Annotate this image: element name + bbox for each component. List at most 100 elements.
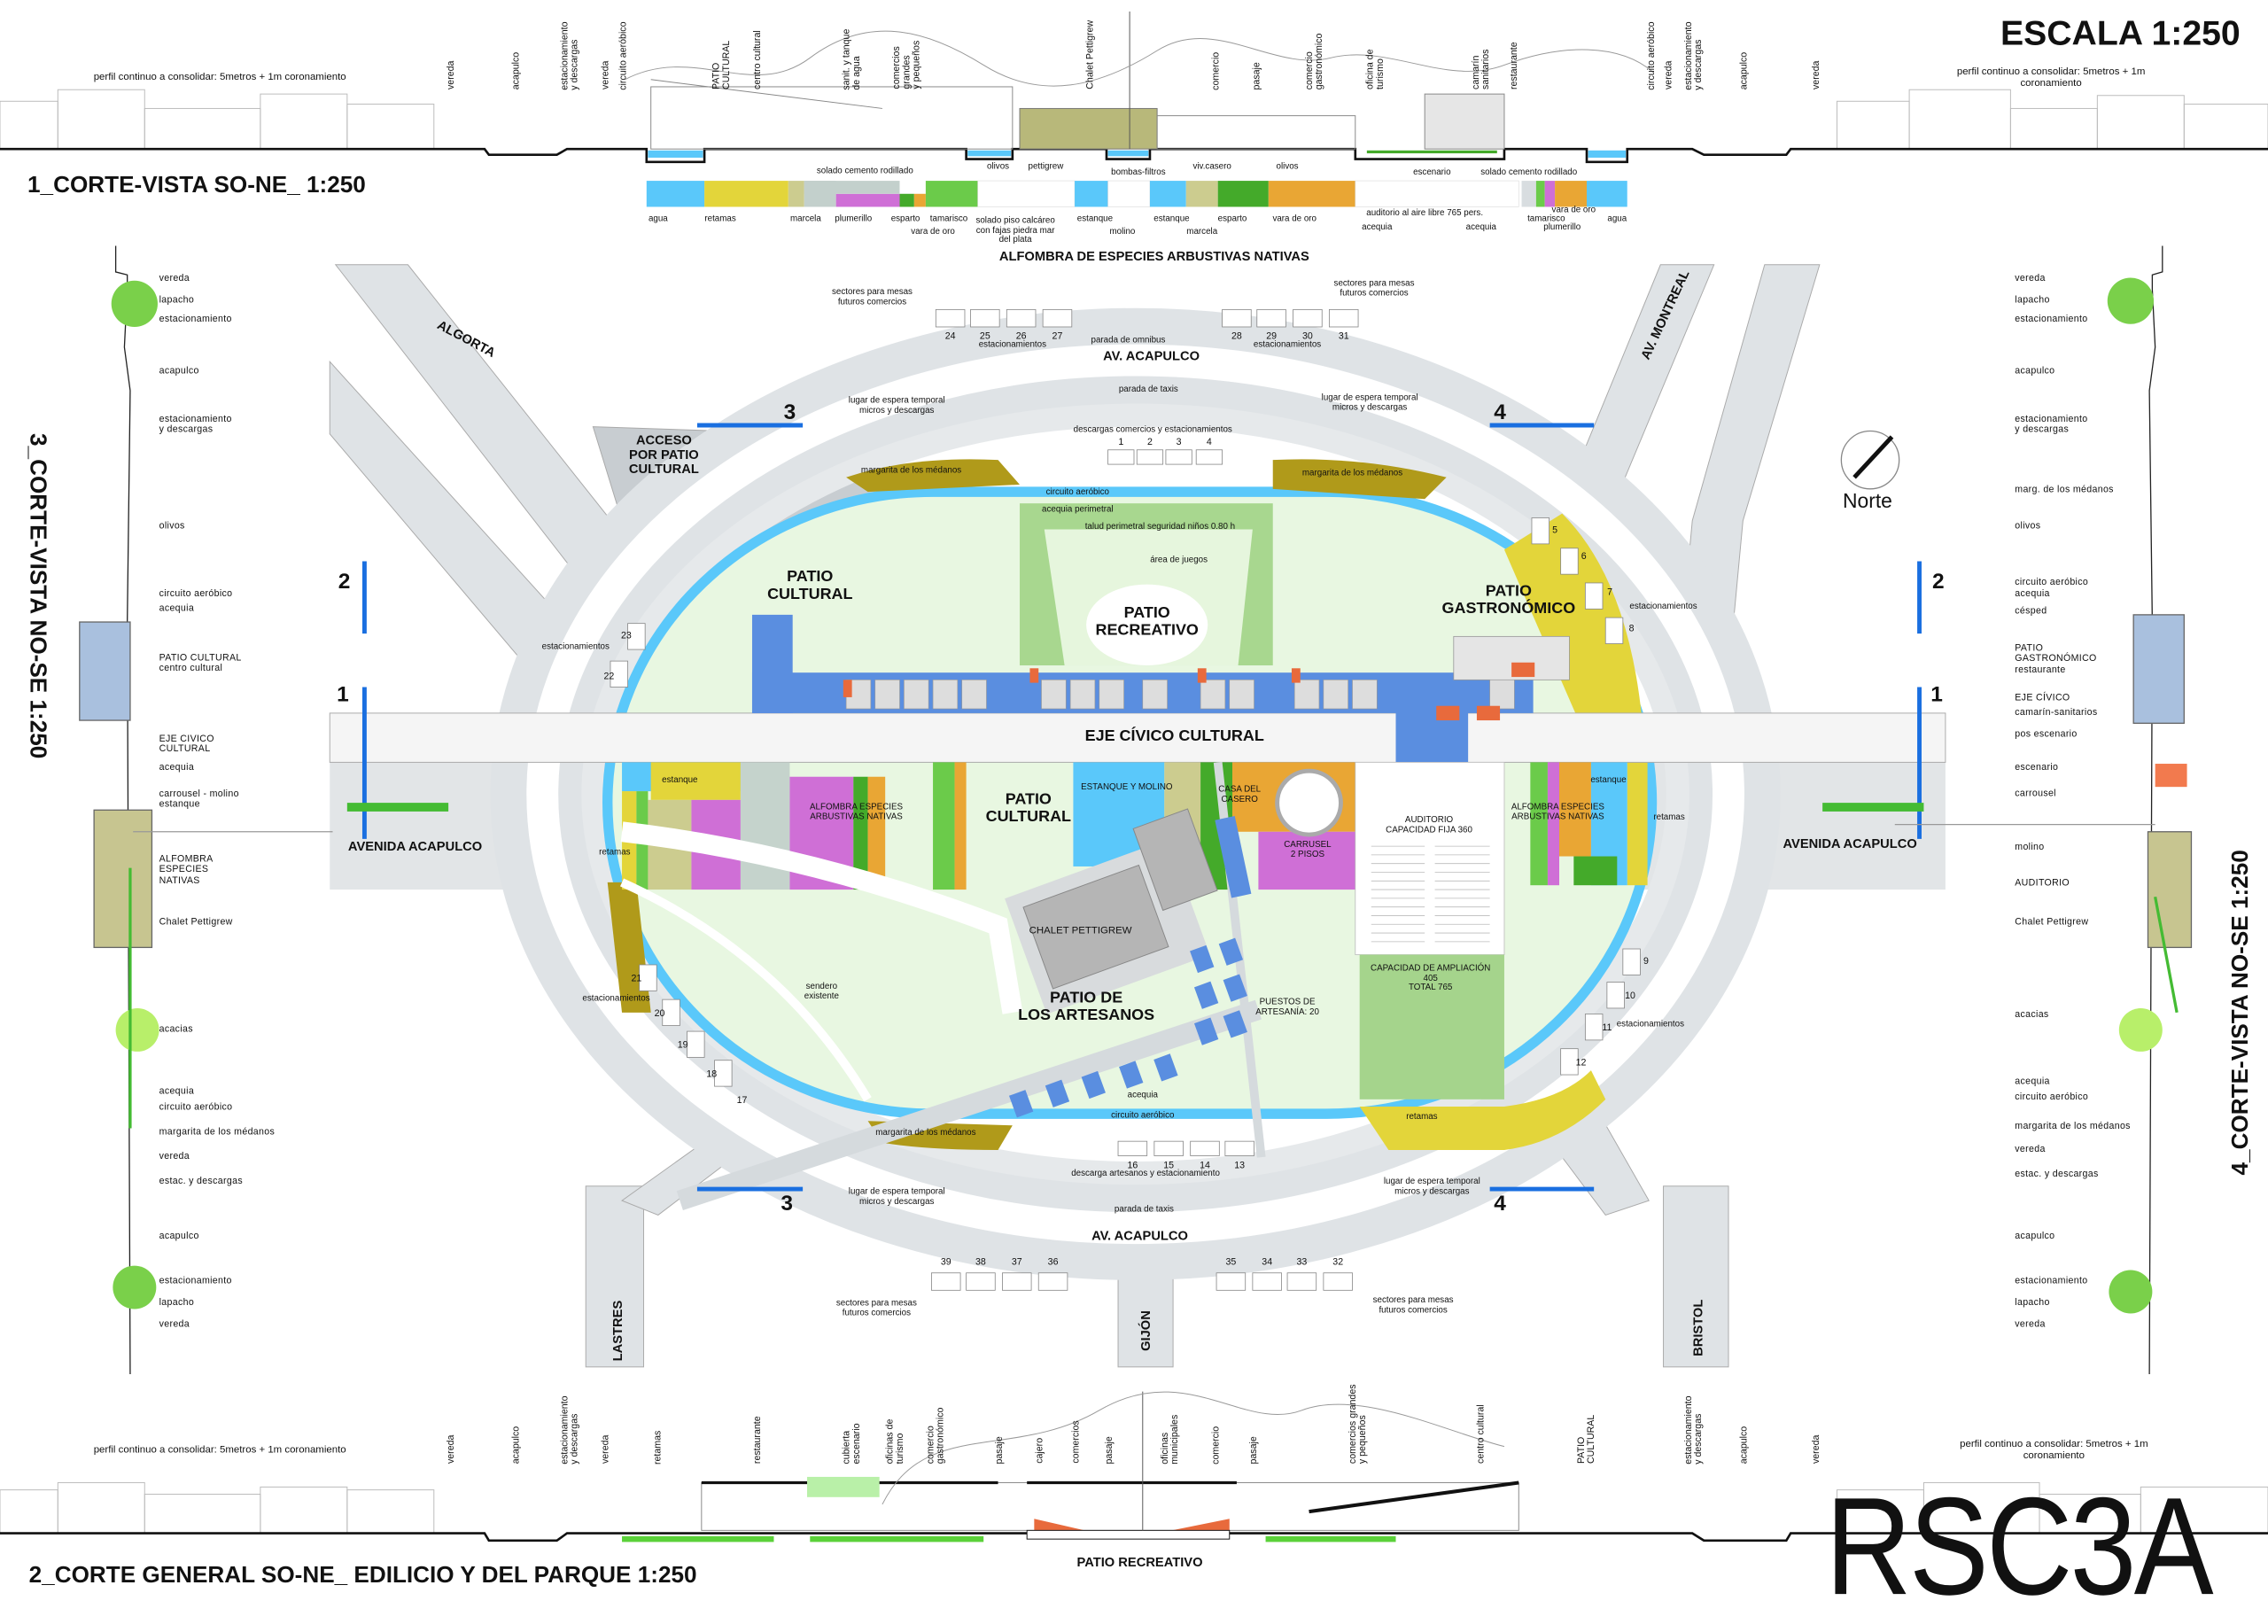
legend-swatch — [1217, 181, 1269, 207]
drawing-element — [1029, 668, 1039, 683]
section-2-vertical-label: retamas — [653, 1429, 664, 1465]
section-2-vertical-label: comercios grandes y pequeños — [1348, 1384, 1369, 1465]
section-3-label: ALFOMBRA ESPECIES NATIVAS — [159, 854, 214, 887]
parking-number: 33 — [1296, 1257, 1308, 1268]
section-1-vertical-label: acapulco — [1739, 51, 1750, 90]
legend-label: vara de oro — [1551, 206, 1596, 215]
drawing-element — [0, 1489, 58, 1535]
patio-recreativo-area — [1020, 503, 1273, 666]
section-1-perfil-right: perfil continuo a consolidar: 5metros + … — [1956, 66, 2146, 89]
plan-label: margarita de los médanos — [1301, 470, 1403, 478]
legend-label: acequia — [1362, 223, 1393, 233]
legend-swatch — [1521, 181, 1536, 207]
parking-bay — [1256, 308, 1286, 328]
section-cut-marker: 1 — [1930, 682, 1943, 707]
section-cut-marker: 3 — [783, 400, 796, 425]
plan-label: parada de omnibus — [1091, 336, 1166, 346]
parking-number: 23 — [621, 631, 632, 641]
parking-bay — [1560, 548, 1579, 575]
building-cell — [1099, 680, 1124, 710]
plan-label: ALFOMBRA ESPECIES ARBUSTIVAS NATIVAS — [809, 803, 904, 822]
plan-label: AVENIDA ACAPULCO — [347, 839, 483, 854]
section-4-label: olivos — [2015, 521, 2041, 532]
section-2-vertical-label: oficinas municipales — [1160, 1414, 1181, 1465]
plan-label: GIJÓN — [1138, 1310, 1153, 1351]
section-1-ground-label: pettigrew — [1028, 163, 1064, 172]
building-cell — [874, 680, 900, 710]
parking-number: 20 — [654, 1008, 665, 1020]
parking-bay — [1002, 1272, 1032, 1291]
section-4-label: vereda — [2015, 1319, 2046, 1330]
section-4-label: vereda — [2015, 1144, 2046, 1155]
plan-label: PUESTOS DE ARTESANÍA: 20 — [1255, 998, 1319, 1017]
plan-label: ACCESO POR PATIO CULTURAL — [628, 432, 699, 477]
parking-number: 22 — [603, 672, 615, 682]
parking-number: 21 — [631, 974, 642, 984]
section-1-vertical-label: estacionamiento y descargas — [560, 20, 580, 90]
legend-swatch — [704, 181, 788, 207]
legend-title: ALFOMBRA DE ESPECIES ARBUSTIVAS NATIVAS — [998, 248, 1309, 264]
section-2-vertical-label: oficinas de turismo — [885, 1418, 906, 1465]
drawing-element — [346, 1489, 435, 1535]
planting-stripe — [933, 762, 955, 890]
parking-number: 7 — [1607, 587, 1613, 598]
section-4-label: lapacho — [2015, 295, 2050, 306]
section-2-vertical-label: cajero — [1035, 1438, 1045, 1465]
section-1-ground-label: olivos — [1276, 163, 1299, 172]
parking-number: 4 — [1206, 437, 1212, 448]
drawing-element — [1822, 803, 1924, 812]
section-cut-marker: 4 — [1494, 1191, 1506, 1216]
section-4-label: circuito aeróbico — [2015, 577, 2089, 588]
parking-bay — [1117, 1140, 1148, 1156]
drawing-element — [810, 1535, 984, 1542]
artisan-stall — [1081, 1070, 1106, 1100]
plan-label: parada de taxis — [1114, 1206, 1174, 1215]
section-2-vertical-label: estacionamiento y descargas — [1683, 1395, 1705, 1465]
north-arrow — [1840, 430, 1900, 490]
section-3-label: acapulco — [159, 1231, 199, 1242]
drawing-element — [1034, 1519, 1085, 1531]
legend-swatch — [1355, 180, 1519, 207]
drawing-element — [1355, 761, 1505, 955]
parking-number: 37 — [1011, 1257, 1022, 1268]
parking-bay — [1195, 449, 1223, 465]
drawing-element — [1359, 954, 1504, 1100]
drawing-element — [751, 614, 793, 713]
parking-bay — [639, 964, 657, 991]
section-3-label: estacionamiento y descargas — [159, 414, 232, 436]
legend-label: plumerillo — [1543, 223, 1581, 233]
section-4-label: estacionamiento — [2015, 314, 2088, 325]
section-4-label: molino — [2015, 842, 2045, 853]
section-1-vertical-label: Chalet Pettigrew — [1085, 20, 1096, 90]
puestos-artesania — [1008, 937, 1247, 1118]
drawing-element — [648, 150, 703, 158]
stage-building — [1424, 93, 1505, 150]
drawing-element — [1086, 584, 1208, 666]
section-1-ground-label: solado cemento rodillado — [1480, 168, 1578, 178]
section-1-vertical-label: vereda — [446, 60, 457, 90]
parking-number: 24 — [944, 331, 956, 343]
section-cut-marker: 2 — [1931, 569, 1945, 594]
parking-bay — [1584, 582, 1604, 610]
drawing-element — [2118, 1007, 2163, 1052]
artisan-stall — [1193, 1017, 1219, 1045]
section-1-ground-label: olivos — [987, 163, 1010, 172]
drawing-element — [1908, 89, 2011, 150]
parking-number: 11 — [1602, 1022, 1612, 1034]
drawing-element — [1836, 100, 1910, 150]
plan-label: circuito aeróbico — [1111, 1112, 1175, 1121]
section-3-title: 3_CORTE-VISTA NO-SE 1:250 — [24, 433, 50, 759]
drawing-element — [1026, 1529, 1231, 1540]
parking-number: 34 — [1262, 1257, 1273, 1268]
drawing-element — [585, 1185, 645, 1368]
drawing-element — [260, 93, 348, 150]
legend-label: solado piso calcáreo con fajas piedra ma… — [975, 217, 1055, 245]
site-plan — [329, 264, 1946, 1368]
section-2-vertical-label: vereda — [601, 1434, 611, 1465]
parking-number: 32 — [1332, 1257, 1344, 1268]
plan-label: LASTRES — [610, 1300, 625, 1362]
parking-number: 39 — [940, 1257, 951, 1268]
retamas-planting — [1359, 513, 1648, 1150]
section-4-drawing — [1894, 245, 2193, 1375]
section-2-vertical-label: pasaje — [994, 1435, 1006, 1465]
